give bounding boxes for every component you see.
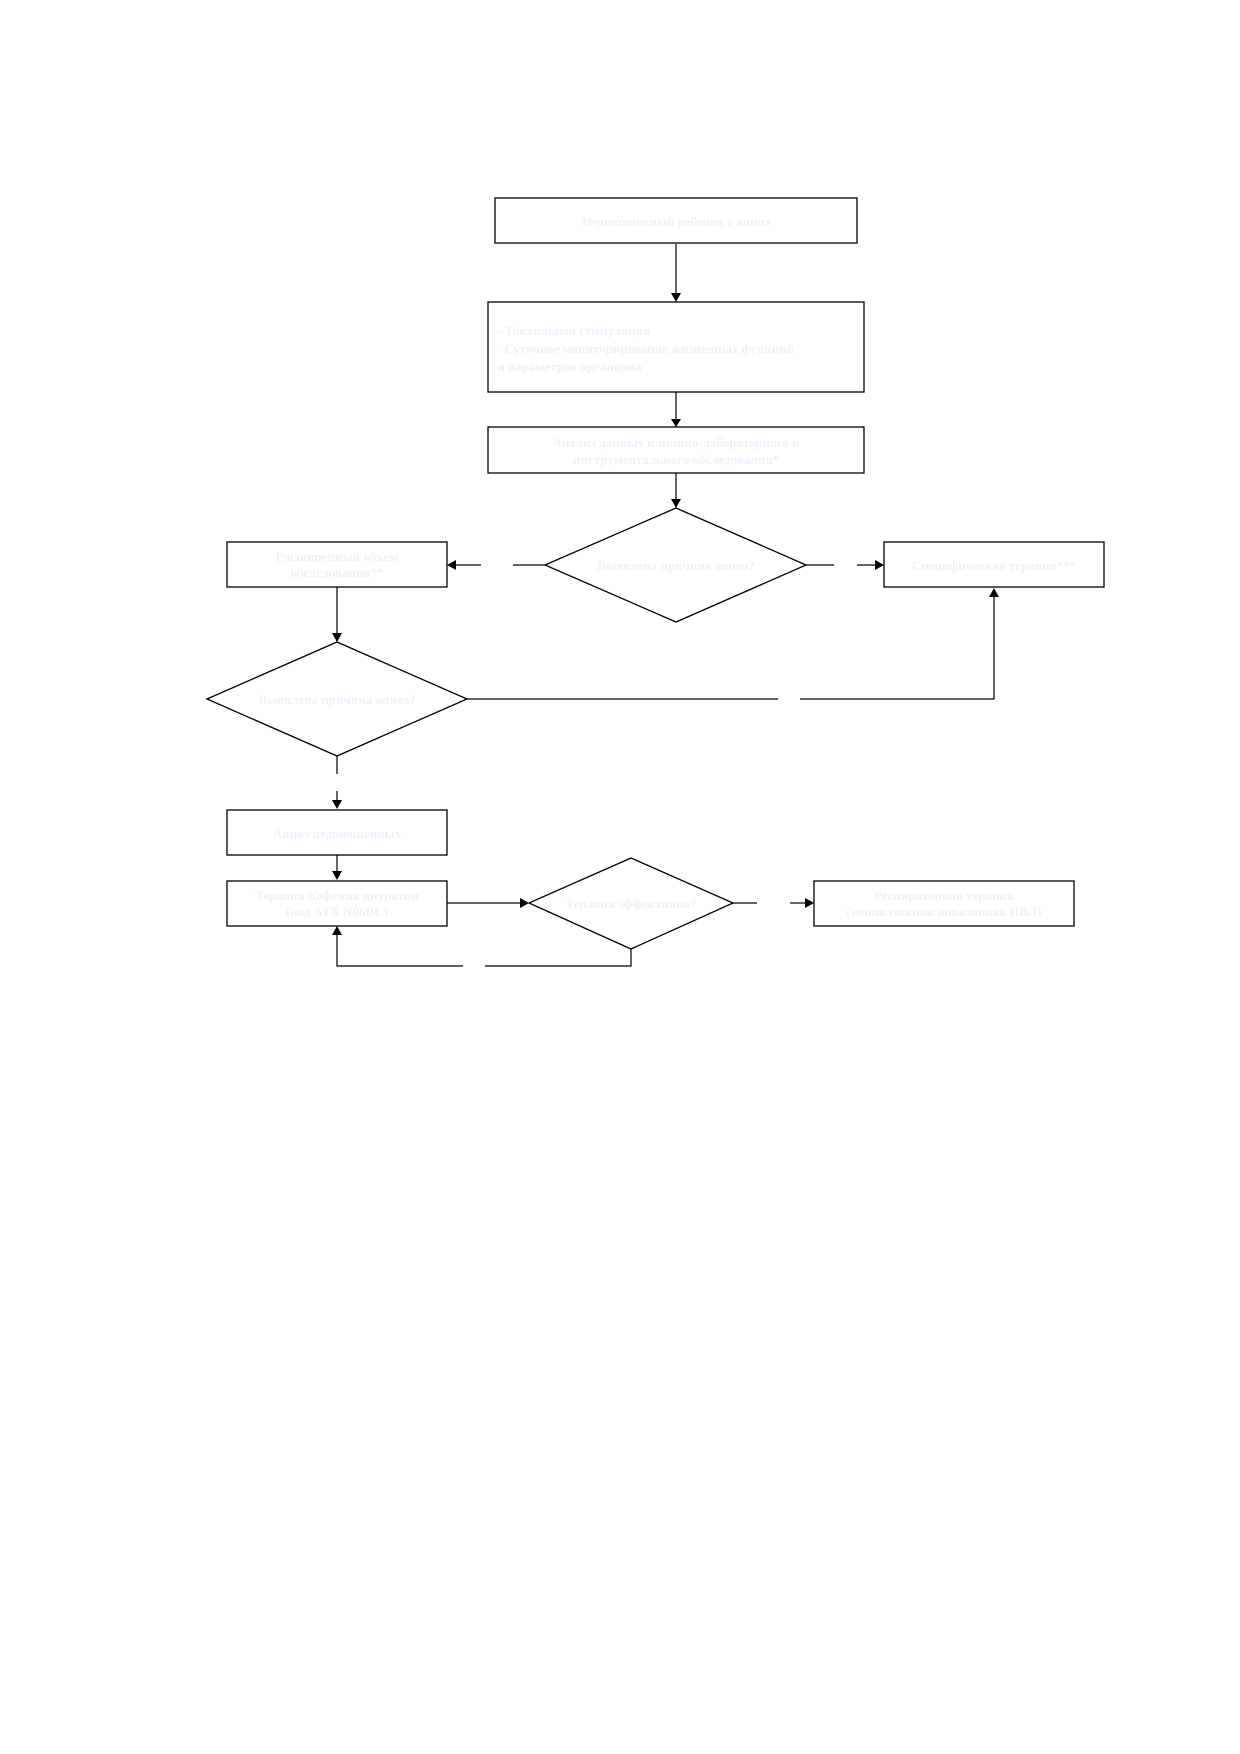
arrowhead [671,499,681,508]
node-analysis-label: Анализ данных клинико-лабораторного и инс… [553,435,800,467]
node-decision-1-label: Выявлена причина апноэ? [597,558,754,573]
node-label-line: (код АТХ N06BC) [286,904,388,919]
node-label-line: Расширенный объем [276,549,399,564]
node-label-line: Анализ данных клинико-лабораторного и [553,435,800,450]
node-specific-therapy: Специфическая терапия*** [883,541,1105,588]
node-monitoring: - Тактильная стимуляция - Суточное монито… [487,301,865,393]
node-label-line: и параметров организма [497,359,642,374]
node-label-line: Выявлена причина апноэ? [258,692,415,707]
nodes: Недоношенный ребенок с апноэ - Тактильна… [205,197,1105,950]
node-respiratory-therapy-label: Респираторная терапия(неинвазивная/инваз… [846,888,1041,919]
node-specific-therapy-label: Специфическая терапия*** [912,558,1076,573]
arrowhead [332,800,342,809]
connectors [332,244,999,967]
node-apnea-prematurity: Апноэ недоношенных [226,809,448,856]
node-decision-3-label: Терапия эффективна? [566,896,697,911]
node-label-line: Терапия эффективна? [566,896,697,911]
node-label-line: Терапия Кофеина цитратом [255,888,419,903]
node-label-line: Апноэ недоношенных [273,826,402,841]
node-respiratory-therapy: Респираторная терапия(неинвазивная/инваз… [813,880,1075,927]
node-label-line: инструментального обследования* [573,452,779,467]
node-decision-1: Выявлена причина апноэ? [543,507,808,623]
node-label-line: Респираторная терапия [874,888,1014,903]
arrowhead [332,926,342,935]
node-label-line: - Суточное мониторирование жизненных фун… [497,341,795,356]
node-start-label: Недоношенный ребенок с апноэ [582,214,770,229]
edge-decision-2-yes [800,596,995,700]
arrowhead [332,633,342,642]
node-label-line: Недоношенный ребенок с апноэ [582,214,770,229]
arrowhead [805,898,814,908]
arrowhead [989,588,999,597]
arrowhead [671,419,681,427]
node-decision-2: Выявлена причина апноэ? [205,641,469,757]
node-monitoring-label: - Тактильная стимуляция - Суточное монито… [497,323,795,374]
arrowhead [447,560,456,570]
node-label-line: Специфическая терапия*** [912,558,1076,573]
node-label-line: обследования** [291,565,384,580]
node-analysis: Анализ данных клинико-лабораторного и инс… [487,426,865,474]
arrowhead [875,560,884,570]
node-start: Недоношенный ребенок с апноэ [494,197,858,244]
arrowhead [332,871,342,880]
edge-decision-3-yes [485,949,632,967]
node-decision-3: Терапия эффективна? [527,857,735,950]
node-caffeine-therapy: Терапия Кофеина цитратом(код АТХ N06BC) [226,880,448,927]
node-label-line: (неинвазивная/инвазивная ИВЛ) [846,904,1041,919]
edge-decision-3-yes [336,934,463,967]
node-apnea-prematurity-label: Апноэ недоношенных [273,826,402,841]
node-label-line: - Тактильная стимуляция [497,323,650,338]
arrowhead [671,293,681,302]
node-label-line: Выявлена причина апноэ? [597,558,754,573]
arrowhead [520,898,529,908]
node-caffeine-therapy-label: Терапия Кофеина цитратом(код АТХ N06BC) [255,888,419,919]
node-decision-2-label: Выявлена причина апноэ? [258,692,415,707]
